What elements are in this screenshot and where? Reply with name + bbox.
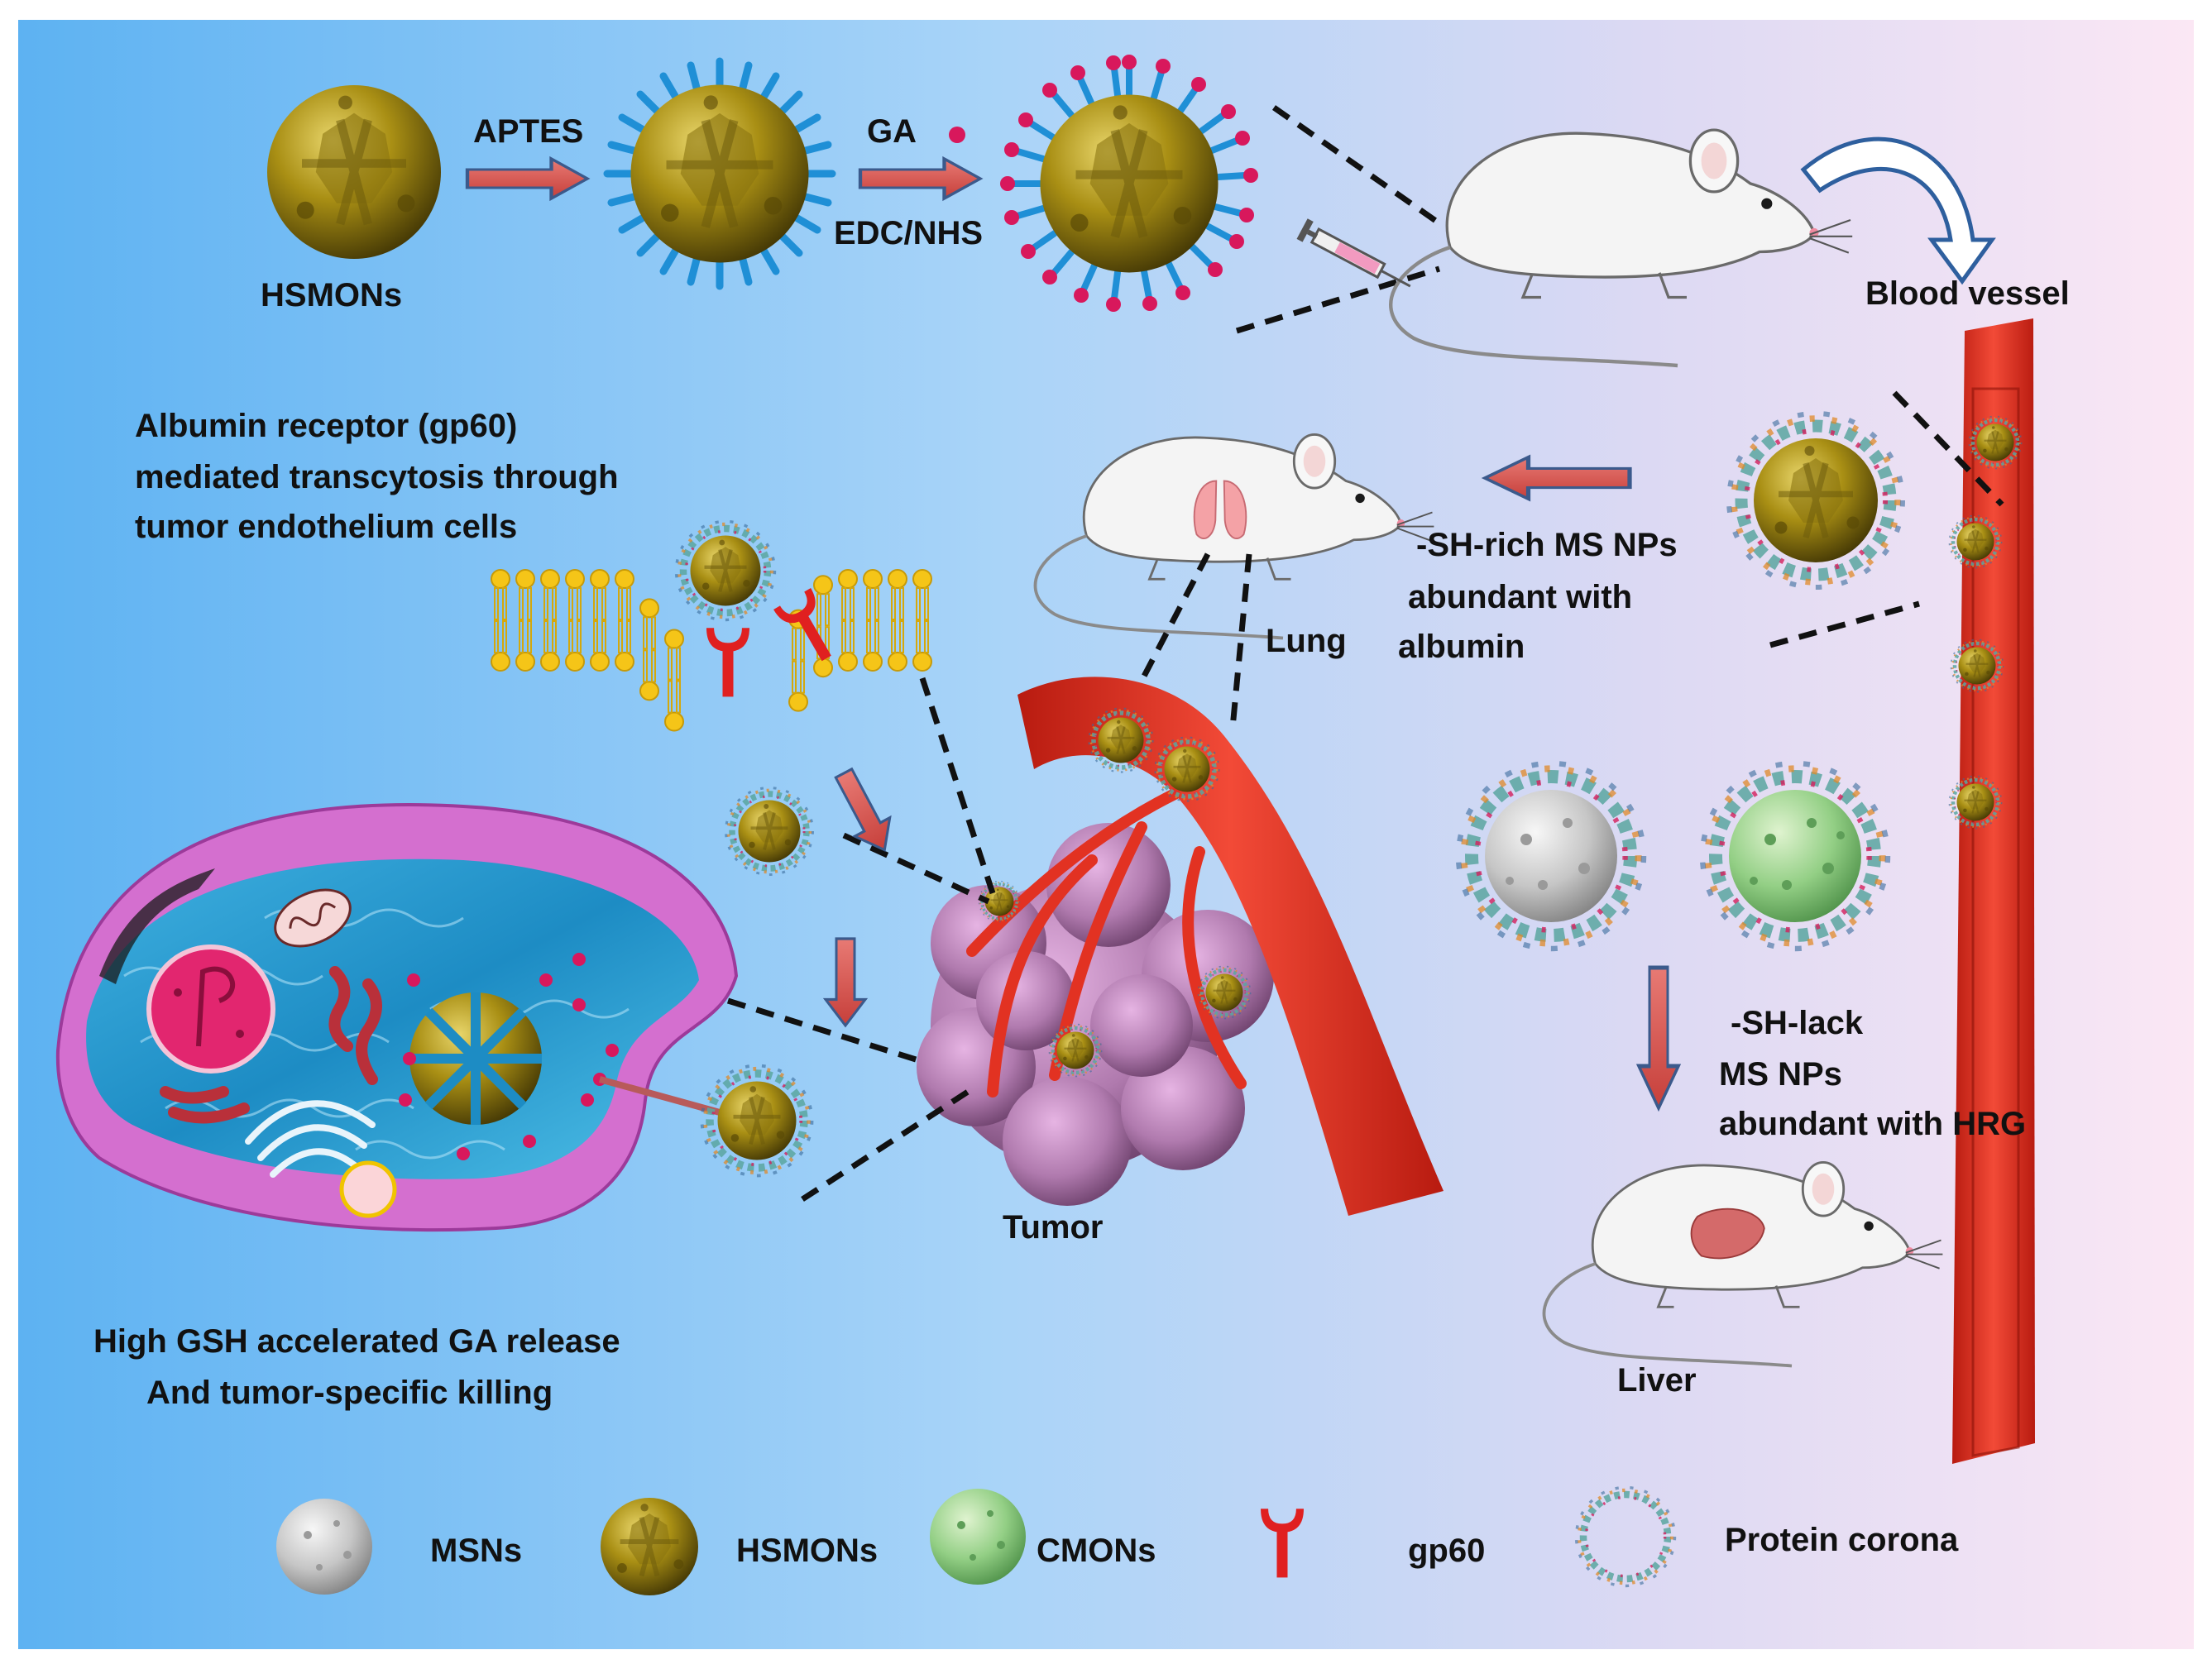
- syringe-icon: [1296, 218, 1411, 288]
- endoplasmic-reticulum: [160, 966, 382, 1124]
- golgi-apparatus: [245, 1100, 376, 1178]
- liver-pathway-labels: -SH-lack MS NPs abundant with HRG Liver: [1617, 1005, 2026, 1399]
- hsmon-bare-particle: [267, 85, 441, 259]
- aptes-label: APTES: [473, 113, 583, 150]
- abundant-with-label: abundant with: [1408, 579, 1632, 615]
- legend-item-protein-corona: Protein corona: [1577, 1488, 1959, 1586]
- cell-labels: High GSH accelerated GA release And tumo…: [93, 1323, 620, 1411]
- lung-label: Lung: [1266, 623, 1347, 659]
- legend-label-protein-corona: Protein corona: [1725, 1522, 1959, 1558]
- tumor-zoom-lines: [726, 677, 996, 1202]
- liver-label: Liver: [1617, 1362, 1697, 1399]
- hsmon-aptes-particle: [603, 57, 836, 290]
- abundant-hrg-label: abundant with HRG: [1719, 1106, 2026, 1142]
- ga-release-particle: [409, 992, 542, 1125]
- tumor-label: Tumor: [1003, 1209, 1103, 1246]
- transcytosis-line-2: mediated transcytosis through: [135, 459, 619, 495]
- tumor-cell: [55, 803, 739, 1232]
- edc-nhs-label: EDC/NHS: [834, 215, 983, 251]
- legend: MSNs HSMONs CMONs gp60 Protein corona: [276, 1488, 1959, 1596]
- sh-rich-label: -SH-rich MS NPs: [1416, 527, 1678, 563]
- ga-label: GA: [867, 113, 917, 150]
- transcytosis-line-1: Albumin receptor (gp60): [135, 408, 517, 444]
- transcytosis-labels: Albumin receptor (gp60) mediated transcy…: [135, 408, 619, 545]
- cmon-corona-particle: [1702, 763, 1888, 949]
- legend-item-gp60: gp60: [1261, 1509, 1485, 1578]
- vesicle: [339, 1160, 397, 1218]
- legend-item-hsmons: HSMONs: [601, 1498, 878, 1595]
- mitochondrion: [274, 888, 352, 948]
- synthesis-labels: HSMONs APTES GA EDC/NHS: [261, 113, 983, 313]
- lung-pathway-labels: -SH-rich MS NPs abundant with albumin Lu…: [1266, 527, 1678, 665]
- blood-vessel: [1950, 318, 2035, 1464]
- mouse-lung: [1033, 433, 1436, 640]
- released-ga-dots: [399, 953, 619, 1160]
- circulation-curved-arrow: [1800, 136, 1996, 285]
- msn-particle-icon: [276, 1499, 372, 1595]
- cmon-particle-icon: [930, 1489, 1026, 1585]
- legend-item-cmons: CMONs: [930, 1489, 1156, 1585]
- transcytosis-line-3: tumor endothelium cells: [135, 509, 517, 545]
- cell-caption-line-1: High GSH accelerated GA release: [93, 1323, 620, 1360]
- legend-label-cmons: CMONs: [1037, 1533, 1156, 1569]
- legend-item-msns: MSNs: [276, 1499, 522, 1595]
- sh-lack-label: -SH-lack: [1731, 1005, 1864, 1041]
- hsmon-particle-icon: [601, 1498, 698, 1595]
- legend-label-hsmons: HSMONs: [736, 1533, 878, 1569]
- hsmon-ga-particle: [1000, 55, 1258, 312]
- hsmons-label: HSMONs: [261, 277, 402, 313]
- tumor-blood-vessel: [966, 677, 1444, 1216]
- nucleus: [146, 944, 275, 1074]
- legend-label-msns: MSNs: [430, 1533, 522, 1569]
- ga-molecule-icon: [949, 127, 965, 143]
- msn-corona-particle: [1458, 763, 1644, 949]
- cell-caption-line-2: And tumor-specific killing: [146, 1375, 553, 1411]
- injection-zoom-lines: [1235, 105, 1442, 334]
- legend-label-gp60: gp60: [1408, 1533, 1485, 1569]
- albumin-label: albumin: [1398, 629, 1525, 665]
- vessel-zoom-lines: [1769, 390, 2004, 648]
- mouse-liver: [1542, 1160, 1945, 1368]
- ms-nps-label: MS NPs: [1719, 1056, 1842, 1093]
- blood-vessel-label: Blood vessel: [1865, 275, 2070, 312]
